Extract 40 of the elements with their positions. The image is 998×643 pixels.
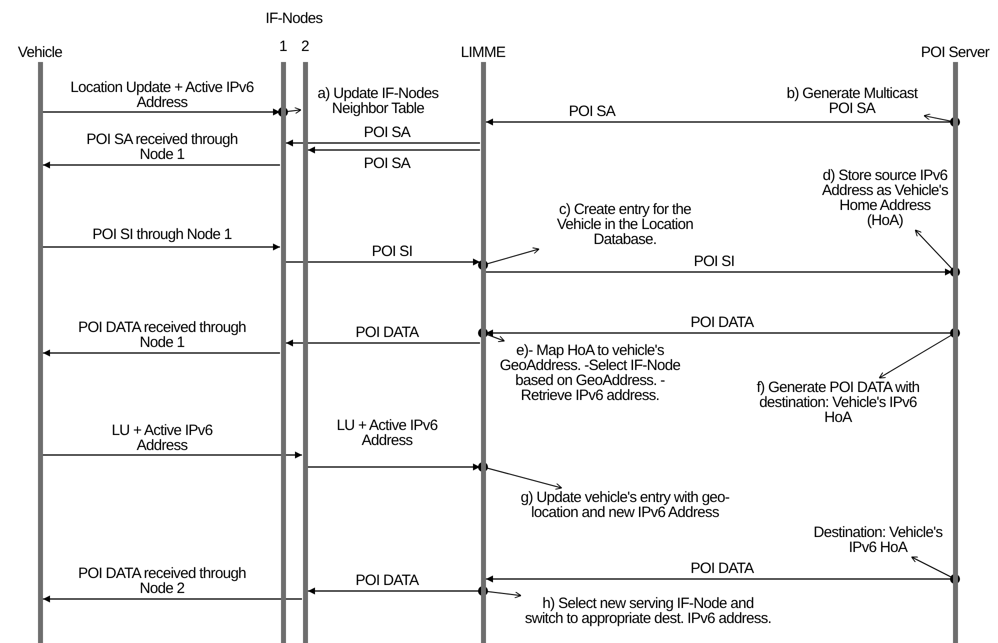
leader-arrow — [278, 107, 302, 117]
note-text: d) Store source IPv6 Address as Vehicle's Home Address (HoA) — [820, 168, 950, 228]
message-arrow — [286, 140, 480, 146]
message-arrow — [486, 330, 952, 336]
participant-label: 1 — [278, 38, 288, 55]
note-text: h) Select new serving IF-Node and switch to appropriate dest. IPv6 address. — [523, 596, 773, 626]
leader-arrow — [914, 230, 960, 277]
note-text: b) Generate Multicast POI SA — [782, 86, 922, 116]
message-arrow — [308, 588, 480, 594]
message-arrow — [43, 108, 280, 116]
note-text: Destination: Vehicle's IPv6 HoA — [808, 525, 948, 555]
leader-arrow — [478, 247, 540, 270]
message-arrow — [43, 162, 280, 168]
leader-arrow — [478, 462, 562, 490]
message-arrow — [43, 596, 302, 602]
leader-arrow — [478, 586, 522, 598]
message-arrow — [43, 452, 302, 458]
message-arrow — [43, 350, 280, 356]
participant-label: POI Server — [920, 44, 990, 61]
message-arrow — [286, 340, 480, 346]
message-arrow — [486, 576, 952, 582]
leader-arrow — [478, 328, 505, 342]
participant-label: Vehicle — [16, 44, 64, 61]
note-text: c) Create entry for the Vehicle in the Location Database. — [540, 202, 710, 247]
note-text: a) Update IF-Nodes Neighbor Table — [303, 86, 453, 116]
group-label: IF-Nodes — [266, 10, 322, 27]
leader-arrow — [911, 556, 960, 584]
message-arrow — [286, 258, 480, 266]
message-arrow — [486, 268, 952, 276]
participant-label: LIMME — [460, 44, 506, 61]
leader-arrow — [924, 114, 960, 127]
message-arrow — [308, 146, 480, 154]
leader-arrow — [878, 328, 960, 378]
participant-label: 2 — [300, 38, 310, 55]
message-arrow — [43, 244, 280, 250]
note-text: g) Update vehicle's entry with geo-location and new IPv6 Address — [518, 490, 732, 520]
message-arrow — [486, 118, 952, 126]
note-text: f) Generate POI DATA with destination: Vehicle's IPv6 HoA — [753, 380, 923, 425]
message-arrow — [308, 464, 480, 470]
note-text: e)- Map HoA to vehicle's GeoAddress. -Select IF-Node based on GeoAddress. - Retrieve IPv6 address. — [495, 343, 685, 403]
